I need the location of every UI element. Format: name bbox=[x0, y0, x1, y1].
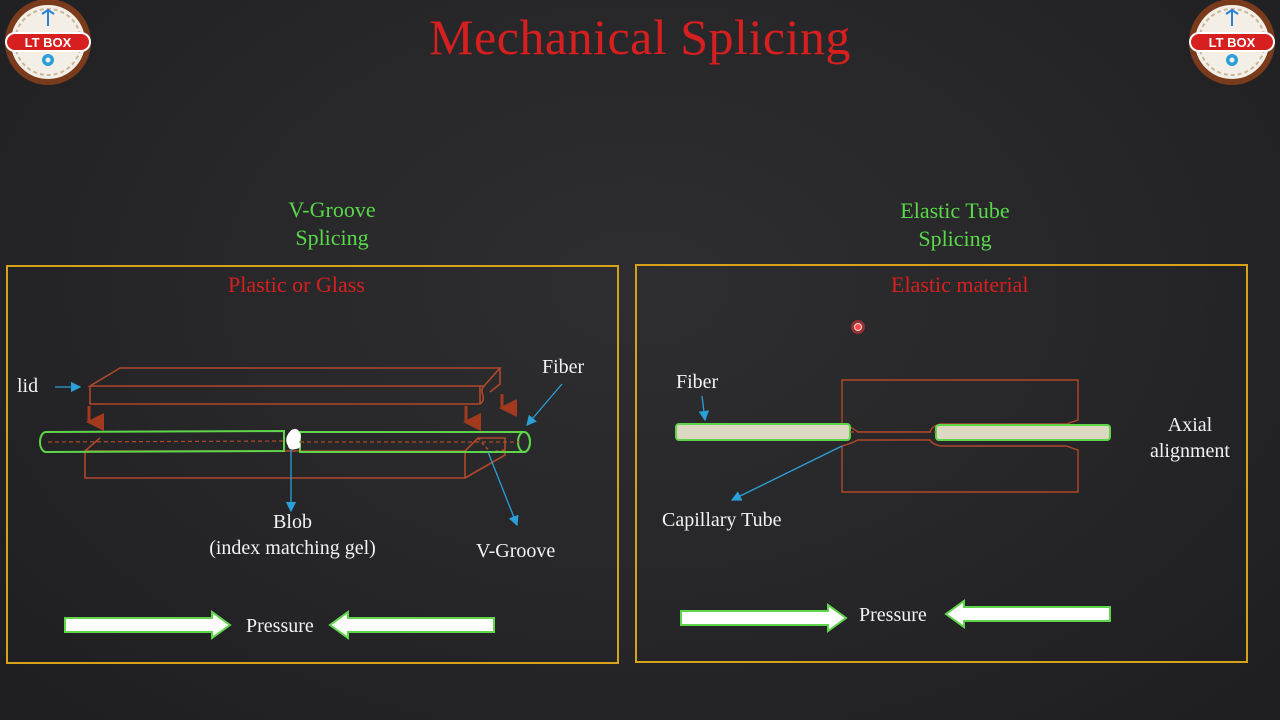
vgroove-pressure-arrows bbox=[64, 610, 495, 640]
pressure-arrow-left-icon bbox=[328, 610, 495, 640]
pressure-arrow-left-icon bbox=[944, 599, 1111, 629]
vgroove-heading: V-Groove Splicing bbox=[232, 196, 432, 252]
elastic-heading-line1: Elastic Tube bbox=[900, 198, 1010, 223]
page-title: Mechanical Splicing bbox=[429, 9, 851, 65]
logo-icon: LT BOX bbox=[5, 0, 91, 85]
vgroove-fibers bbox=[39, 429, 531, 454]
elastic-pressure-arrows bbox=[680, 599, 1111, 633]
elastic-fiber-label: Fiber bbox=[676, 371, 719, 393]
blob-label-detail: (index matching gel) bbox=[209, 537, 376, 559]
capillary-tube-label: Capillary Tube bbox=[662, 509, 782, 531]
vgroove-fiber-label: Fiber bbox=[542, 356, 585, 378]
lt-box-logo-right: LT BOX bbox=[1184, 0, 1280, 86]
blob-label: Blob (index matching gel) bbox=[150, 509, 435, 561]
vgroove-pressure-label: Pressure bbox=[246, 615, 314, 637]
elastic-heading-line2: Splicing bbox=[918, 226, 992, 251]
laser-pointer-icon bbox=[851, 320, 865, 334]
lid-pressure-arrows bbox=[86, 394, 517, 431]
axial-label-line2: alignment bbox=[1150, 440, 1230, 462]
elastic-pressure-label: Pressure bbox=[859, 604, 927, 626]
vgroove-heading-line2: Splicing bbox=[295, 225, 369, 250]
axial-label-line1: Axial bbox=[1167, 414, 1213, 436]
pressure-arrow-right-icon bbox=[64, 610, 232, 640]
logo-icon: LT BOX bbox=[1189, 0, 1275, 85]
vgroove-material-label: Plastic or Glass bbox=[228, 272, 365, 297]
elastic-fibers bbox=[675, 423, 1111, 441]
blob-gel bbox=[286, 428, 301, 450]
vgroove-label: V-Groove bbox=[476, 540, 556, 562]
vgroove-heading-line1: V-Groove bbox=[288, 197, 376, 222]
blob-label-title: Blob bbox=[273, 511, 312, 533]
vgroove-panel bbox=[6, 265, 619, 664]
svg-text:LT BOX: LT BOX bbox=[25, 35, 72, 50]
pressure-arrow-right-icon bbox=[680, 603, 848, 633]
elastic-material-label: Elastic material bbox=[891, 272, 1029, 297]
lid-label: lid bbox=[17, 375, 39, 397]
elastic-panel bbox=[635, 264, 1248, 663]
svg-text:LT BOX: LT BOX bbox=[1209, 35, 1256, 50]
elastic-heading: Elastic Tube Splicing bbox=[855, 197, 1055, 253]
lt-box-logo-left: LT BOX bbox=[0, 0, 96, 86]
axial-alignment-label: Axial alignment bbox=[1140, 412, 1240, 464]
vgroove-pointers bbox=[55, 381, 563, 527]
lid-shape bbox=[87, 367, 502, 405]
elastic-pointers bbox=[698, 395, 843, 501]
